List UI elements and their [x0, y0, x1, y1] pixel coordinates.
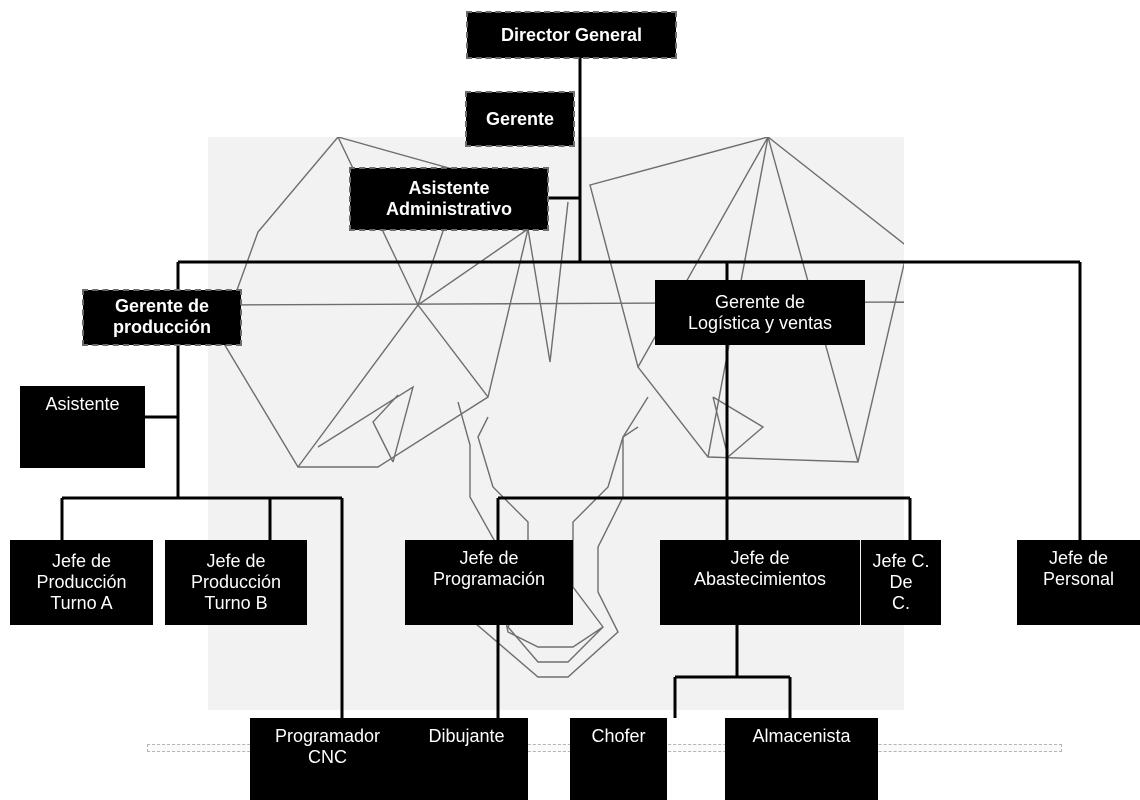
node-jefe-abastecimientos: Jefe de Abastecimientos	[660, 540, 860, 625]
node-dibujante: Dibujante	[405, 718, 528, 800]
node-director-general: Director General	[466, 11, 677, 59]
node-label-line: Jefe de	[51, 551, 112, 571]
node-label-line: C.	[892, 593, 910, 613]
node-label-line: Programación	[432, 569, 546, 589]
node-label-line: Programador	[274, 726, 381, 746]
node-label-group: Gerente de producción	[113, 296, 211, 338]
node-almacenista: Almacenista	[725, 718, 878, 800]
node-label-group: Asistente Administrativo	[386, 178, 512, 220]
node-gerente-logistica-ventas: Gerente de Logística y ventas	[655, 280, 865, 345]
node-label-line: Personal	[1042, 569, 1115, 589]
node-label-line: Jefe C.	[872, 551, 930, 571]
node-label: Gerente	[485, 108, 555, 129]
node-label: Asistente	[45, 394, 120, 414]
node-label-line: Gerente de	[714, 291, 806, 312]
node-label: Chofer	[591, 726, 646, 746]
node-label-line: Gerente de	[114, 296, 210, 316]
node-label-line: Administrativo	[385, 199, 513, 219]
node-label-line: De	[889, 572, 913, 592]
node-label-line: Producción	[190, 572, 282, 592]
node-jefe-produccion-turno-b: Jefe de Producción Turno B	[165, 540, 307, 625]
node-gerente: Gerente	[465, 91, 575, 147]
node-asistente: Asistente	[20, 386, 145, 468]
node-label-line: Jefe de	[730, 548, 790, 568]
node-label-group: Jefe de Abastecimientos	[694, 548, 826, 590]
node-label-line: Turno B	[204, 593, 268, 613]
node-jefe-programacion: Jefe de Programación	[405, 540, 573, 625]
node-label-group: Jefe de Producción Turno A	[36, 551, 126, 614]
node-label-line: Abastecimientos	[693, 569, 827, 589]
node-label: Almacenista	[752, 726, 851, 746]
node-jefe-personal: Jefe de Personal	[1017, 540, 1140, 625]
node-label-group: Jefe de Programación	[433, 548, 545, 590]
node-jefe-cdc: Jefe C. De C.	[861, 540, 941, 625]
node-label-group: Jefe C. De C.	[872, 551, 929, 614]
node-gerente-produccion: Gerente de producción	[82, 289, 242, 346]
node-label-group: Jefe de Producción Turno B	[191, 551, 281, 614]
node-programador-cnc: Programador CNC	[250, 718, 405, 800]
node-label: Director General	[500, 24, 643, 45]
node-label-line: Jefe de	[459, 548, 519, 568]
node-chofer: Chofer	[570, 718, 667, 800]
node-label: Dibujante	[428, 726, 505, 746]
node-asistente-administrativo: Asistente Administrativo	[349, 167, 549, 231]
node-label-line: producción	[113, 317, 211, 337]
node-jefe-produccion-turno-a: Jefe de Producción Turno A	[10, 540, 153, 625]
node-label-line: Logística y ventas	[687, 312, 833, 333]
node-label-line: Producción	[36, 572, 127, 592]
node-label-line: CNC	[307, 747, 347, 767]
node-label-group: Gerente de Logística y ventas	[688, 292, 832, 334]
node-label-line: Turno A	[50, 593, 113, 613]
node-label-line: Asistente	[408, 178, 490, 198]
node-label-group: Jefe de Personal	[1043, 548, 1114, 590]
node-label-group: Programador CNC	[275, 726, 380, 768]
node-label-line: Jefe de	[1048, 548, 1109, 568]
node-label-line: Jefe de	[206, 551, 266, 571]
